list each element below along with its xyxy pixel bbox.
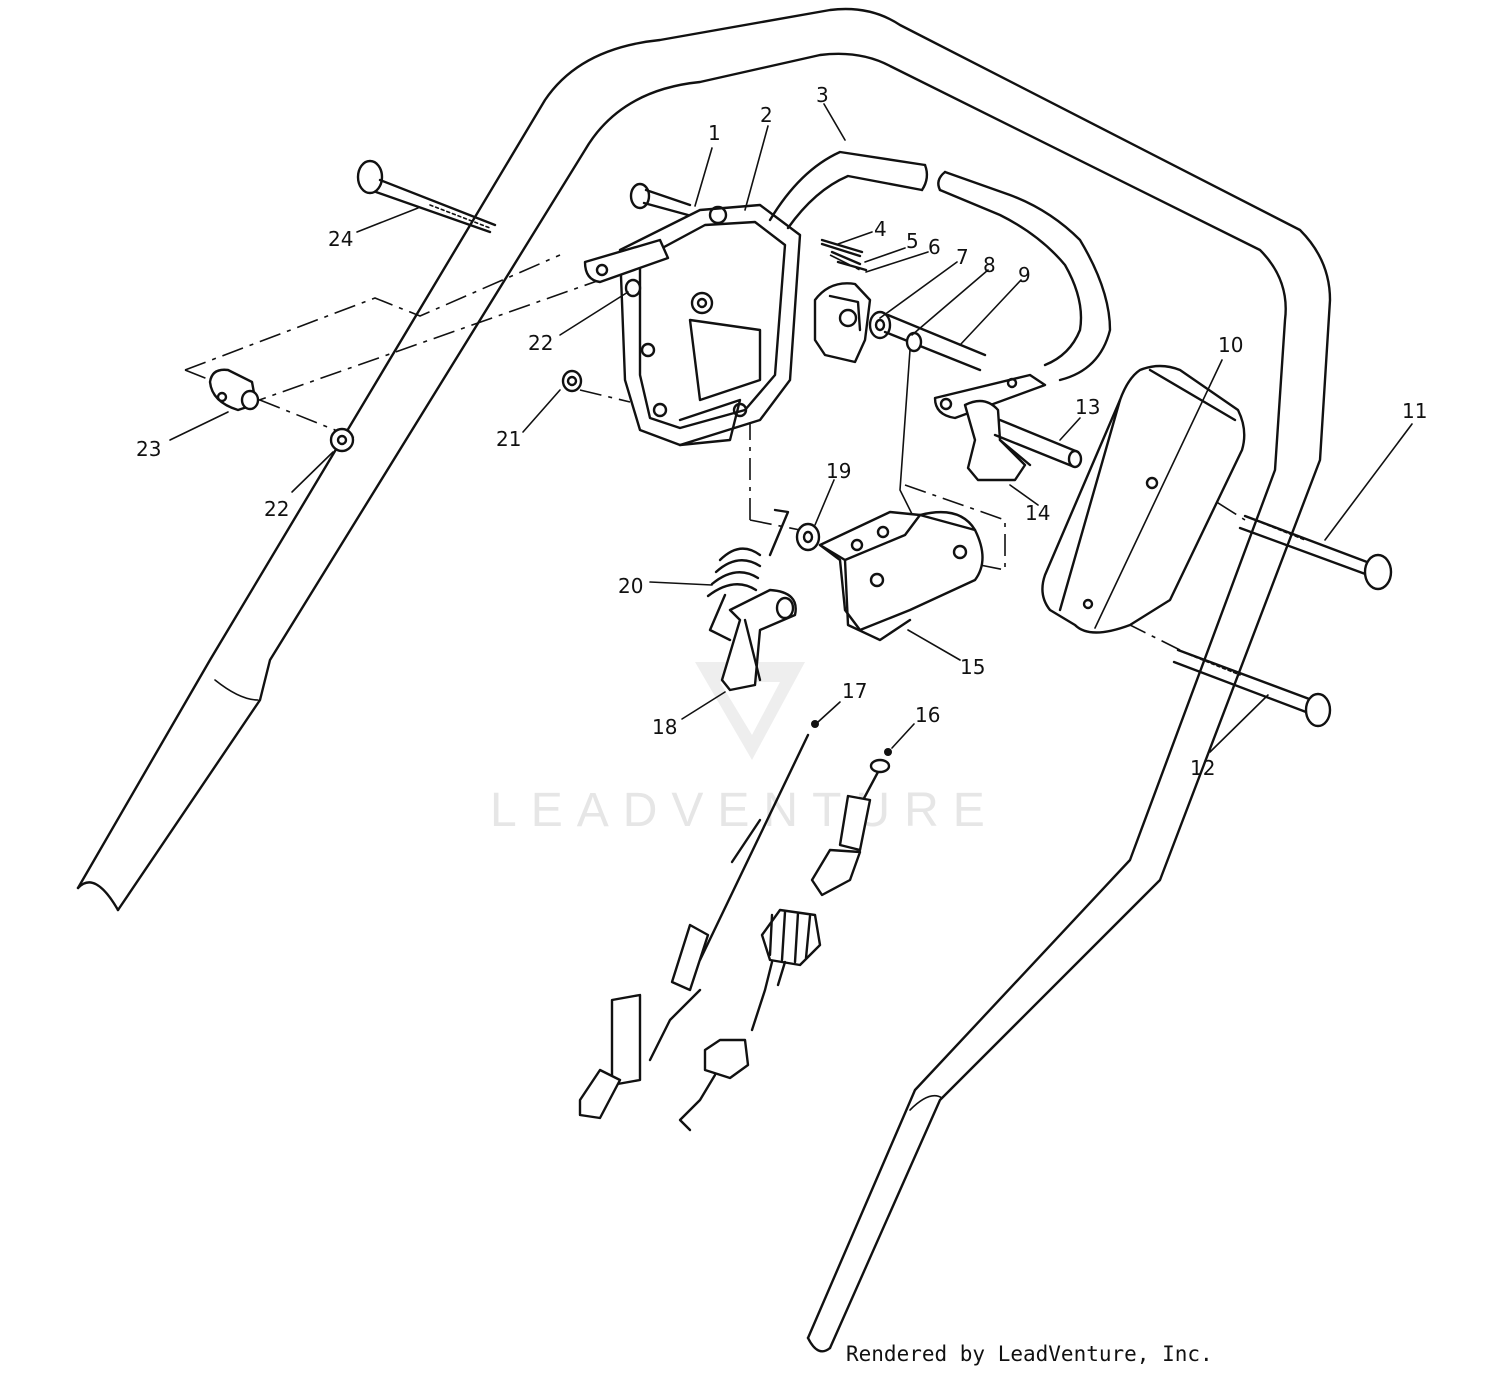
callout-1: 1 bbox=[708, 121, 721, 145]
part-2-control-housing bbox=[583, 203, 802, 447]
callout-6: 6 bbox=[928, 235, 941, 259]
callout-3: 3 bbox=[816, 83, 829, 107]
part-8-bushing bbox=[868, 310, 892, 340]
part-12-bolt bbox=[1172, 648, 1332, 728]
callout-4: 4 bbox=[874, 217, 887, 241]
callout-21: 21 bbox=[496, 427, 521, 451]
callout-13: 13 bbox=[1075, 395, 1100, 419]
callout-23: 23 bbox=[136, 437, 161, 461]
credit-text: Rendered by LeadVenture, Inc. bbox=[846, 1342, 1213, 1366]
part-1-bolt bbox=[629, 182, 692, 217]
part-18-trigger bbox=[720, 588, 797, 692]
part-19-washer bbox=[795, 522, 821, 552]
part-17-cable bbox=[578, 720, 819, 1120]
part-14-lever bbox=[933, 373, 1047, 482]
part-15-bracket bbox=[818, 510, 984, 642]
callout-14: 14 bbox=[1025, 501, 1050, 525]
part-21-nut bbox=[561, 369, 583, 393]
part-7-cam bbox=[813, 282, 872, 364]
part-22-washer-lower bbox=[329, 427, 355, 453]
callout-2: 2 bbox=[760, 103, 773, 127]
leader-lines bbox=[169, 103, 1413, 753]
callout-labels: 1 2 3 4 5 6 7 8 9 10 11 12 13 14 15 16 1… bbox=[136, 83, 1427, 780]
part-4-5-6-pins bbox=[820, 238, 868, 272]
handle-frame bbox=[76, 7, 1332, 1353]
part-22-washer-upper bbox=[624, 278, 642, 298]
callout-22-lower: 22 bbox=[264, 497, 289, 521]
callout-10: 10 bbox=[1218, 333, 1243, 357]
part-13-pin bbox=[993, 418, 1083, 469]
part-10-cover bbox=[1041, 364, 1246, 634]
part-20-spring bbox=[706, 508, 790, 642]
callout-8: 8 bbox=[983, 253, 996, 277]
part-24-bolt bbox=[356, 159, 497, 234]
part-23-pivot bbox=[208, 368, 260, 412]
callout-15: 15 bbox=[960, 655, 985, 679]
callout-24: 24 bbox=[328, 227, 353, 251]
callout-17: 17 bbox=[842, 679, 867, 703]
part-3-bail-handle bbox=[768, 150, 1112, 382]
callout-19: 19 bbox=[826, 459, 851, 483]
watermark-logo bbox=[695, 662, 805, 760]
callout-12: 12 bbox=[1190, 756, 1215, 780]
callout-16: 16 bbox=[915, 703, 940, 727]
callout-18: 18 bbox=[652, 715, 677, 739]
callout-7: 7 bbox=[956, 245, 969, 269]
part-11-bolt bbox=[1238, 514, 1393, 591]
callout-11: 11 bbox=[1402, 399, 1427, 423]
callout-5: 5 bbox=[906, 229, 919, 253]
part-16-cable bbox=[678, 748, 892, 1132]
watermark-text: LEADVENTURE bbox=[490, 784, 999, 837]
callout-9: 9 bbox=[1018, 263, 1031, 287]
callout-22-upper: 22 bbox=[528, 331, 553, 355]
callout-20: 20 bbox=[618, 574, 643, 598]
